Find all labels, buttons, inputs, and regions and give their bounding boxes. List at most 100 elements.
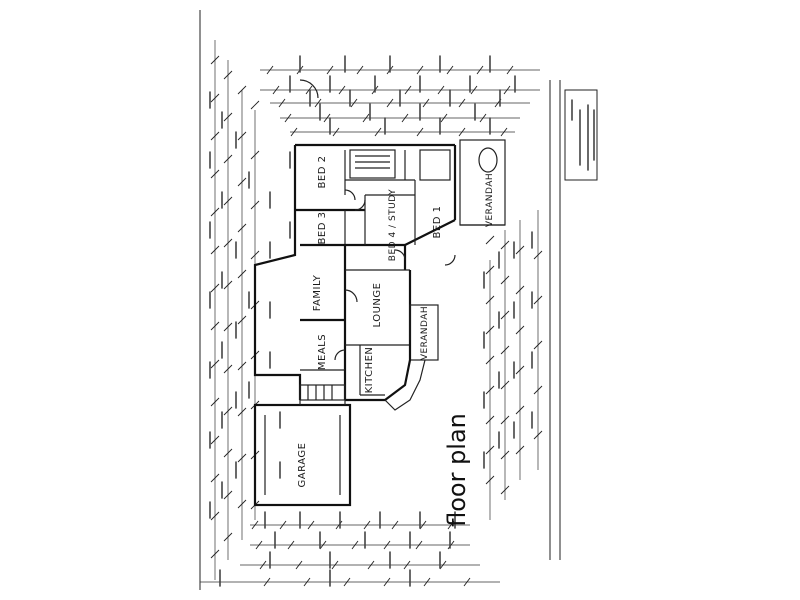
dimension-tick: [362, 113, 370, 123]
dimension-tick: [223, 154, 233, 164]
dimension-tick: [323, 113, 331, 123]
dimension-tick: [500, 345, 510, 355]
dimension-tick: [223, 70, 233, 80]
dimension-tick: [210, 283, 220, 293]
dimension-tick: [237, 131, 247, 141]
dimension-tick: [319, 540, 327, 550]
dimension-tick: [446, 65, 454, 75]
dimension-tick: [485, 385, 495, 395]
dimension-tick: [458, 98, 466, 108]
dimension-tick: [210, 131, 220, 141]
room-label-lounge: LOUNGE: [372, 283, 383, 328]
dimension-tick: [479, 113, 487, 123]
dimension-tick: [515, 325, 525, 335]
dimension-tick: [210, 435, 220, 445]
dimension-tick: [485, 475, 495, 485]
dimension-tick: [383, 577, 391, 587]
dimension-tick: [356, 65, 364, 75]
dimension-tick: [485, 325, 495, 335]
room-label-bed2: BED 2: [317, 156, 328, 189]
dimension-tick: [391, 520, 399, 530]
dimension-tick: [290, 127, 298, 137]
room-label-bed1: BED 1: [432, 206, 443, 239]
building-walls: [253, 139, 506, 507]
dimension-tick: [210, 169, 220, 179]
dimension-ticks-right: [485, 235, 543, 495]
dimension-tick: [210, 55, 220, 65]
dimension-tick: [237, 177, 247, 187]
dimension-tick: [250, 200, 260, 210]
dimension-tick: [416, 65, 424, 75]
dimension-tick: [307, 520, 315, 530]
dimension-tick: [210, 511, 220, 521]
dimension-tick: [485, 445, 495, 455]
dimension-tick: [332, 127, 340, 137]
dimension-tick: [500, 240, 510, 250]
dimension-ticks-bottom: [251, 520, 471, 587]
dimension-tick: [223, 196, 233, 206]
dimension-tick: [447, 540, 455, 550]
dimension-tick: [223, 364, 233, 374]
dimension-tick: [500, 275, 510, 285]
dimension-tick: [500, 450, 510, 460]
dimension-tick: [343, 577, 351, 587]
dimension-tick: [485, 355, 495, 365]
dimension-tick: [533, 340, 543, 350]
dimension-tick: [237, 499, 247, 509]
drawing-title: floor plan: [443, 413, 471, 527]
dimension-tick: [515, 245, 525, 255]
dimension-lines-left: [214, 40, 256, 580]
room-label-study: BED 4 / STUDY: [388, 189, 398, 261]
dimension-tick: [223, 406, 233, 416]
dimension-tick: [250, 100, 260, 110]
dimension-ticks-top: [266, 65, 514, 137]
dimension-tick: [250, 250, 260, 260]
dimension-tick: [272, 85, 280, 95]
dimension-tick: [416, 127, 424, 137]
dimension-tick: [223, 112, 233, 122]
dimension-tick: [251, 520, 259, 530]
dimension-tick: [223, 322, 233, 332]
dimension-tick: [440, 113, 448, 123]
dimension-tick: [303, 577, 311, 587]
dimension-lines-bottom: [200, 524, 500, 583]
dimension-annotations: [209, 55, 533, 587]
dimension-tick: [284, 113, 292, 123]
dimension-tick: [210, 473, 220, 483]
dimension-tick: [210, 245, 220, 255]
dimension-tick: [515, 445, 525, 455]
dimension-tick: [237, 361, 247, 371]
dimension-tick: [210, 549, 220, 559]
dimension-tick: [533, 295, 543, 305]
dimension-tick: [223, 238, 233, 248]
dimension-tick: [331, 560, 339, 570]
dimension-tick: [533, 385, 543, 395]
dimension-tick: [506, 65, 514, 75]
dimension-tick: [210, 93, 220, 103]
dimension-tick: [447, 520, 455, 530]
room-label-family: FAMILY: [312, 274, 323, 311]
dimension-tick: [210, 207, 220, 217]
dimension-tick: [485, 235, 495, 245]
dimension-tick: [533, 250, 543, 260]
dimension-tick: [386, 98, 394, 108]
dimension-tick: [533, 430, 543, 440]
dimension-tick: [500, 127, 508, 137]
dimension-tick: [458, 127, 466, 137]
dimension-tick: [515, 285, 525, 295]
dimension-tick: [314, 98, 322, 108]
room-label-bed3: BED 3: [317, 212, 328, 245]
dimension-tick: [503, 85, 511, 95]
dimension-tick: [263, 577, 271, 587]
room-label-garage: GARAGE: [297, 443, 308, 488]
sheet-frame: [199, 10, 598, 590]
dimension-tick: [295, 560, 303, 570]
dimension-tick: [287, 540, 295, 550]
dimension-tick: [237, 407, 247, 417]
dimension-tick: [255, 540, 263, 550]
dimension-tick: [363, 520, 371, 530]
dimension-tick: [476, 65, 484, 75]
room-label-verandah-mid: VERANDAH: [420, 306, 430, 360]
dimension-ticks-left: [210, 55, 260, 559]
